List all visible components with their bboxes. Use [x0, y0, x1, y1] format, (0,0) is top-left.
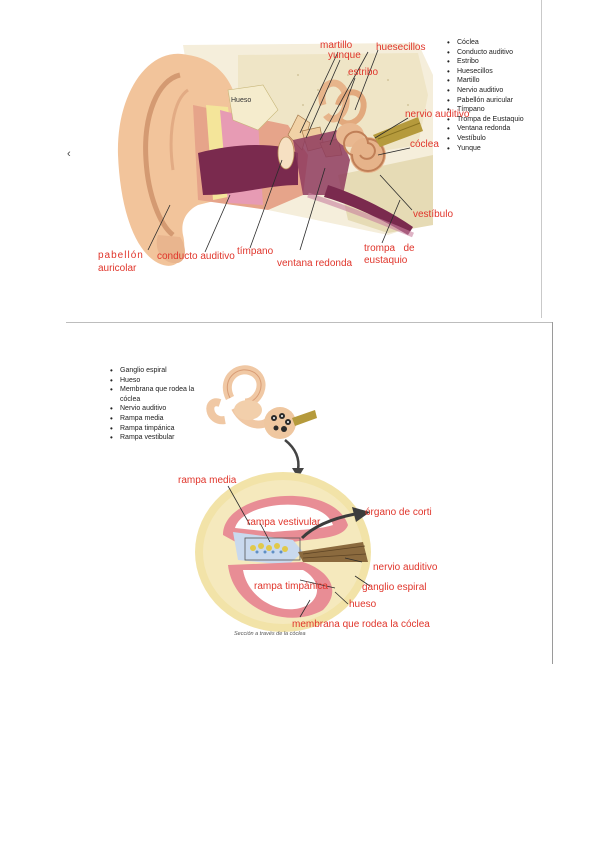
list-item: Hueso [110, 376, 200, 386]
label-trompa-2: eustaquio [364, 255, 408, 266]
label-nervio-auditivo: nervio auditivo [405, 109, 470, 120]
label-pabellon-1: pabellón [98, 250, 144, 261]
ear-anatomy-illustration [117, 43, 433, 266]
label-ganglio-espiral: ganglio espiral [362, 582, 427, 593]
list-item: Pabellón auricular [447, 96, 524, 106]
bottom-right-border [552, 322, 553, 664]
list-item: Cóclea [447, 38, 524, 48]
list-item: Martillo [447, 76, 524, 86]
list-item: Nervio auditivo [447, 86, 524, 96]
label-pabellon-2: auricolar [98, 263, 137, 274]
list-item: Ventana redonda [447, 124, 524, 134]
list-item: Estribo [447, 57, 524, 67]
label-yunque: yunque [328, 50, 361, 61]
label-organo-corti: órgano de corti [365, 507, 432, 518]
label-conducto-auditivo: conducto auditivo [157, 251, 235, 262]
top-right-border [541, 0, 542, 318]
list-item: Conducto auditivo [447, 48, 524, 58]
list-item: Huesecillos [447, 67, 524, 77]
cochlea-caption: Sección a través de la cóclea [234, 631, 306, 637]
label-membrana: membrana que rodea la cóclea [292, 619, 430, 630]
inner-ear-illustration [206, 365, 317, 439]
down-arrow-icon [284, 439, 304, 478]
list-item: Rampa vestibular [110, 433, 200, 443]
list-item: Ganglio espiral [110, 366, 200, 376]
label-timpano: tímpano [237, 246, 274, 257]
cochlea-cross-section [195, 472, 371, 632]
label-coclea: cóclea [410, 139, 439, 150]
label-vestibulo: vestíbulo [413, 209, 454, 220]
section-divider [66, 322, 553, 323]
list-item: Tímpano [447, 105, 524, 115]
label-rampa-timpanica: rampa timpánica [254, 581, 328, 592]
list-item: Nervio auditivo [110, 404, 200, 414]
cochlea-parts-list: Ganglio espiral Hueso Membrana que rodea… [107, 366, 200, 443]
label-nervio-auditivo-2: nervio auditivo [373, 562, 438, 573]
list-item: Vestíbulo [447, 134, 524, 144]
list-item: Membrana que rodea la cóclea [110, 385, 200, 404]
ear-leader-lines [147, 49, 413, 253]
list-item: Rampa media [110, 414, 200, 424]
label-martillo: martillo [320, 40, 353, 51]
label-hueso: hueso [349, 599, 377, 610]
list-item: Yunque [447, 144, 524, 154]
label-rampa-vestibular: rampa vestivular [247, 517, 321, 528]
label-huesecillos: huesecillos [376, 42, 426, 53]
left-marker: ‹ [67, 148, 71, 160]
list-item: Trompa de Eustaquio [447, 115, 524, 125]
right-arrow-icon [300, 507, 370, 540]
label-rampa-media: rampa media [178, 475, 237, 486]
ear-parts-list: Cóclea Conducto auditivo Estribo Hueseci… [444, 38, 524, 153]
label-ventana-redonda: ventana redonda [277, 258, 353, 269]
list-item: Rampa timpánica [110, 424, 200, 434]
cochlea-leader-lines [227, 485, 371, 618]
hueso-tag: Hueso [231, 97, 252, 104]
label-estribo: estribo [348, 67, 379, 78]
label-trompa-1: trompa de [364, 243, 415, 254]
